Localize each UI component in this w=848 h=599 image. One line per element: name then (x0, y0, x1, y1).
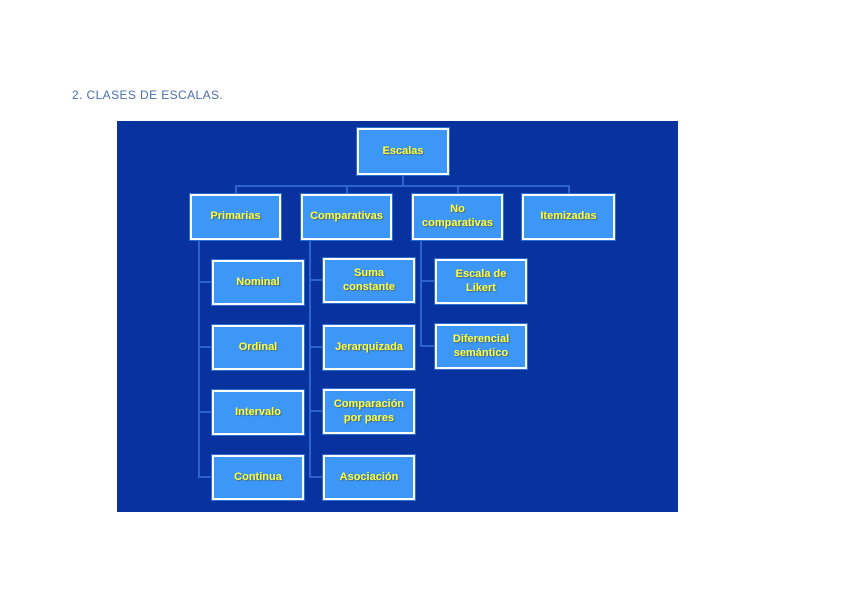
connector-stub-ordinal (198, 346, 212, 348)
connector-root-stem (402, 175, 404, 186)
connector-stub-continua (198, 476, 212, 478)
connector-drop-comparativas (346, 185, 348, 194)
node-comparativas: Comparativas (301, 194, 392, 240)
node-diferencial-semantico: Diferencial semántico (435, 324, 527, 369)
node-intervalo: Intervalo (212, 390, 304, 435)
node-nominal: Nominal (212, 260, 304, 305)
connector-stub-diferencial-semantico (420, 345, 435, 347)
node-escala-de-likert: Escala de Likert (435, 259, 527, 304)
connector-stub-comparacion-pares (309, 410, 323, 412)
diagram-panel: Escalas Primarias Comparativas No compar… (117, 121, 678, 512)
connector-comparativas-spine (309, 240, 311, 478)
connector-stub-jerarquizada (309, 346, 323, 348)
connector-drop-primarias (235, 185, 237, 194)
node-ordinal: Ordinal (212, 325, 304, 370)
node-continua: Continua (212, 455, 304, 500)
connector-level2-rail (235, 185, 569, 187)
node-asociacion: Asociación (323, 455, 415, 500)
section-heading: 2. CLASES DE ESCALAS. (72, 88, 224, 102)
node-itemizadas: Itemizadas (522, 194, 615, 240)
node-escalas: Escalas (357, 128, 449, 175)
node-jerarquizada: Jerarquizada (323, 325, 415, 370)
node-no-comparativas: No comparativas (412, 194, 503, 240)
connector-primarias-spine (198, 240, 200, 478)
connector-stub-asociacion (309, 476, 323, 478)
connector-stub-suma-constante (309, 279, 323, 281)
connector-drop-itemizadas (568, 185, 570, 194)
node-comparacion-por-pares: Comparación por pares (323, 389, 415, 434)
node-suma-constante: Suma constante (323, 258, 415, 303)
connector-no-comparativas-spine (420, 240, 422, 347)
connector-stub-escala-likert (420, 280, 435, 282)
node-primarias: Primarias (190, 194, 281, 240)
connector-stub-nominal (198, 281, 212, 283)
connector-drop-no-comparativas (457, 185, 459, 194)
connector-stub-intervalo (198, 411, 212, 413)
